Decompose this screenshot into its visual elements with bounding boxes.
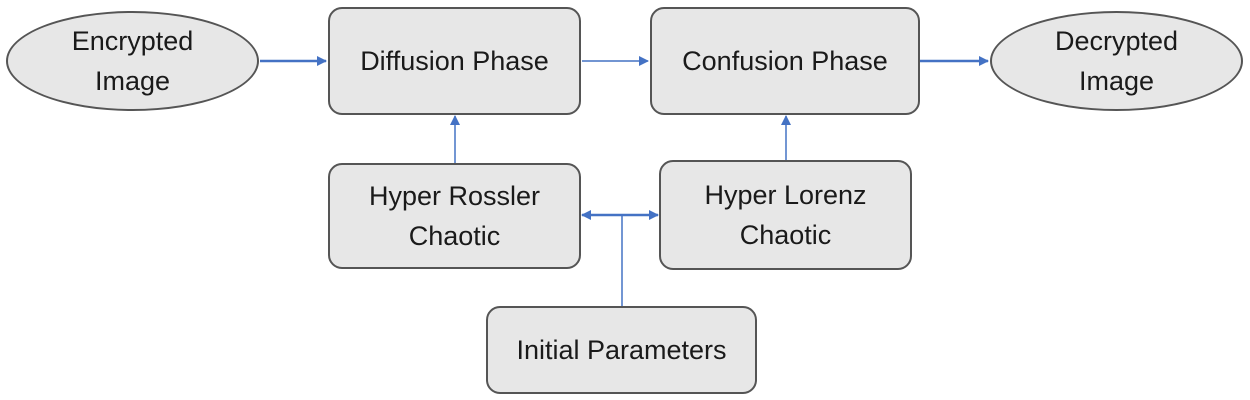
node-hyper-lorenz-line-1: Hyper Lorenz <box>704 180 867 210</box>
node-encrypted-image-line-2: Image <box>94 66 171 96</box>
node-encrypted-image-line-1: Encrypted <box>71 26 194 56</box>
node-initial-parameters: Initial Parameters <box>486 306 757 394</box>
node-hyper-rossler-chaotic: Hyper Rossler Chaotic <box>328 163 581 269</box>
node-decrypted-image: Decrypted Image <box>990 11 1243 111</box>
node-hyper-lorenz-line-2: Chaotic <box>739 220 832 250</box>
node-decrypted-image-line-1: Decrypted <box>1054 26 1179 56</box>
node-hyper-rossler-line-2: Chaotic <box>408 221 501 251</box>
node-diffusion-phase-label: Diffusion Phase <box>360 46 549 76</box>
node-encrypted-image: Encrypted Image <box>6 11 259 111</box>
node-initial-parameters-label: Initial Parameters <box>516 335 727 365</box>
node-decrypted-image-line-2: Image <box>1078 66 1155 96</box>
node-confusion-phase: Confusion Phase <box>650 7 920 115</box>
node-diffusion-phase: Diffusion Phase <box>328 7 581 115</box>
node-hyper-rossler-line-1: Hyper Rossler <box>368 181 541 211</box>
node-hyper-lorenz-chaotic: Hyper Lorenz Chaotic <box>659 160 912 270</box>
node-confusion-phase-label: Confusion Phase <box>682 46 888 76</box>
